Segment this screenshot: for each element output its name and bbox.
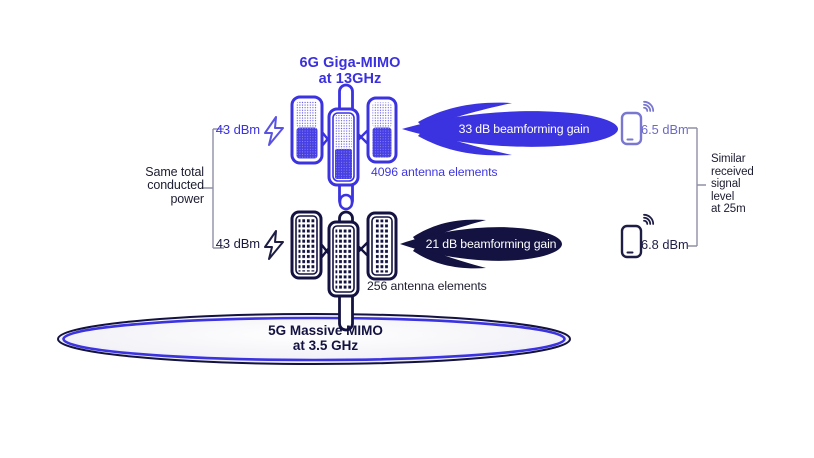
signal-waves-icon: [643, 213, 655, 225]
conducted-power-5g: 43 dBm: [215, 236, 260, 251]
beam-arrow-icon: [400, 219, 562, 269]
left-bracket: [202, 128, 224, 249]
lightning-bolt-icon: [264, 230, 284, 260]
platform-label: 5G Massive MIMO at 3.5 GHz: [238, 323, 413, 353]
antenna-elements-5g: 256 antenna elements: [367, 279, 487, 293]
giga-mimo-antenna-array: [290, 83, 398, 209]
smartphone-icon: [620, 100, 655, 146]
array-struts: [319, 240, 370, 260]
blue-mast-tip: [338, 193, 354, 211]
antenna-panel: [366, 211, 398, 281]
platform-label-line1: 5G Massive MIMO: [268, 323, 383, 338]
lightning-bolt-icon: [264, 116, 284, 146]
beam-gain-label-6g: 33 dB beamforming gain: [458, 122, 590, 136]
similar-signal-annotation: Similar received signal level at 25m: [711, 153, 754, 216]
received-power-5g: 6.8 dBm: [641, 237, 689, 252]
right-bracket: [688, 127, 706, 247]
antenna-panel: [290, 95, 324, 165]
signal-waves-icon: [643, 100, 655, 112]
beam-gain-label-5g: 21 dB beamforming gain: [425, 237, 557, 251]
title-6g: 6G Giga-MIMO at 13GHz: [263, 55, 437, 87]
antenna-panel: [366, 96, 398, 164]
title-6g-line2: at 13GHz: [318, 71, 382, 88]
beam-arrow-icon: [402, 102, 618, 156]
antenna-panel: [327, 107, 360, 187]
antenna-elements-6g: 4096 antenna elements: [371, 165, 498, 179]
massive-mimo-antenna-array: [290, 193, 398, 332]
received-power-6g: 6.5 dBm: [641, 122, 689, 137]
same-power-annotation: Same total conducted power: [145, 165, 204, 206]
platform-label-line2: at 3.5 GHz: [292, 338, 359, 354]
platform-ellipse: [57, 313, 571, 365]
smartphone-icon: [620, 213, 655, 259]
array-struts: [320, 128, 370, 148]
conducted-power-6g: 43 dBm: [215, 122, 260, 137]
antenna-panel: [327, 220, 360, 298]
title-6g-line1: 6G Giga-MIMO: [299, 55, 401, 71]
antenna-panel: [290, 210, 323, 280]
